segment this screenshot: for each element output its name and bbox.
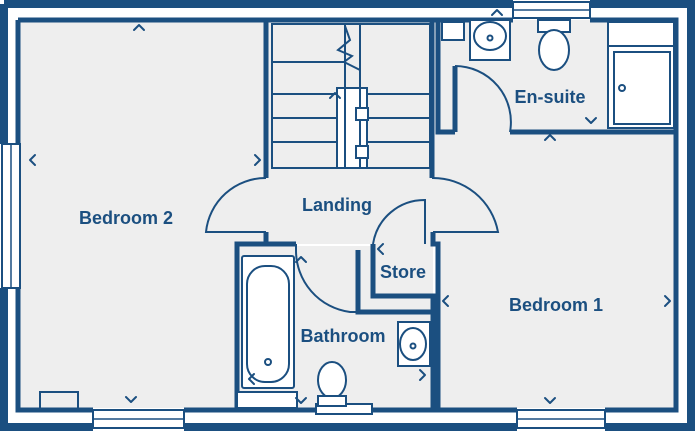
chevron-left-icon [442, 295, 449, 307]
shower [607, 21, 675, 129]
landing-left-wall [234, 232, 269, 410]
bath-end-panel [236, 391, 298, 409]
bathroom-label: Bathroom [301, 326, 386, 346]
en-suite-fixtures [441, 19, 675, 129]
en-suite-left-wall [435, 20, 455, 135]
landing-label: Landing [302, 195, 372, 215]
windows [1, 1, 606, 429]
room-labels: Bedroom 2 Landing En-suite Store Bedroom… [79, 87, 603, 346]
bedroom-1-floor [438, 132, 676, 408]
chevron-up-icon [295, 256, 307, 263]
staircase [271, 23, 431, 169]
bedroom-2-door [204, 176, 267, 233]
chevron-up-icon [491, 9, 503, 16]
chevron-down-icon [295, 397, 307, 404]
chevron-right-icon [254, 154, 261, 166]
basin [397, 321, 431, 367]
en-suite-toilet [537, 19, 571, 71]
en-suite-cabinet [441, 21, 465, 41]
store-wall [370, 244, 436, 410]
en-suite-label: En-suite [514, 87, 585, 107]
chevron-left-icon [248, 373, 255, 385]
wall-nib [39, 391, 79, 410]
store-door [372, 198, 426, 245]
chevron-up-icon [133, 24, 145, 31]
stair-break-line [336, 25, 361, 71]
bathroom-fixtures [236, 255, 431, 409]
landing-right-wall [430, 232, 441, 410]
chevron-up-icon [329, 92, 341, 99]
chevron-down-icon [544, 397, 556, 404]
chevron-down-icon [125, 396, 137, 403]
bedroom-1-door [431, 176, 500, 233]
en-suite-basin [469, 19, 511, 61]
chevron-up-icon [544, 134, 556, 141]
doors [204, 65, 512, 313]
chevron-right-icon [664, 295, 671, 307]
store-floor [373, 244, 433, 294]
toilet [317, 361, 347, 407]
chevron-left-icon [29, 154, 36, 166]
store-label: Store [380, 262, 426, 282]
chevron-left-icon [377, 243, 384, 255]
interior-walls [234, 20, 676, 410]
chevron-markers [29, 9, 671, 404]
bedroom-2-label: Bedroom 2 [79, 208, 173, 228]
bedroom-2-floor [18, 20, 266, 408]
bedroom-1-label: Bedroom 1 [509, 295, 603, 315]
en-suite-door [454, 65, 512, 133]
bathroom-door [294, 244, 358, 313]
chevron-down-icon [585, 117, 597, 124]
chevron-right-icon [419, 369, 426, 381]
